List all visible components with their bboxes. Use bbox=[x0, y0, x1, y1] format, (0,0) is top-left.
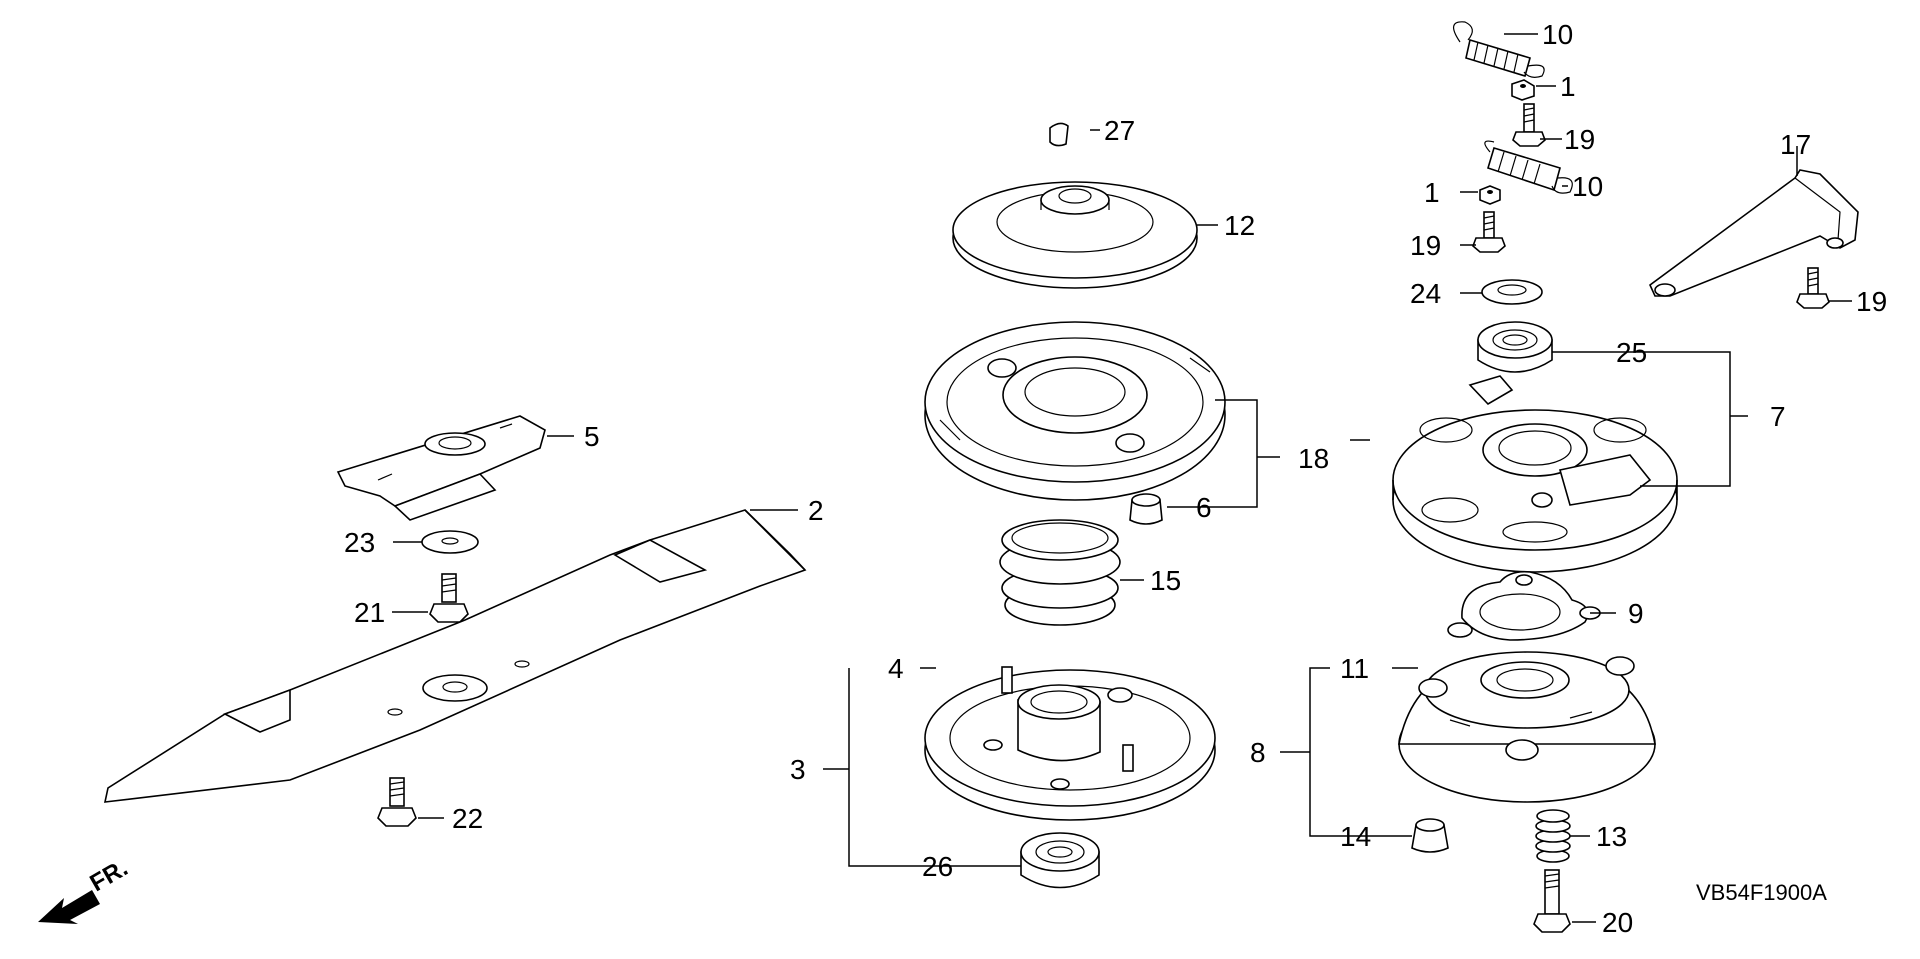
drawing-code: VB54F1900A bbox=[1696, 880, 1827, 905]
callout-7: 7 bbox=[1770, 401, 1786, 432]
callout-21: 21 bbox=[354, 597, 385, 628]
callout-3: 3 bbox=[790, 754, 806, 785]
callout-labels: 10 1 19 10 1 19 24 25 7 17 19 27 12 18 6… bbox=[344, 19, 1887, 938]
collar-right-part bbox=[1411, 818, 1449, 853]
spring-lower-part bbox=[1484, 140, 1573, 194]
front-indicator-label: FR. bbox=[86, 854, 133, 897]
callout-19-lever: 19 bbox=[1856, 286, 1887, 317]
drive-hub-part bbox=[1398, 651, 1656, 803]
blade-part bbox=[103, 509, 807, 803]
callout-8: 8 bbox=[1250, 737, 1266, 768]
callout-20: 20 bbox=[1602, 907, 1633, 938]
callout-22: 22 bbox=[452, 803, 483, 834]
blade-holder-part bbox=[336, 415, 546, 521]
collar-part bbox=[1129, 493, 1163, 525]
callout-1-upper: 1 bbox=[1560, 71, 1576, 102]
callout-17: 17 bbox=[1780, 129, 1811, 160]
spring-part bbox=[999, 519, 1121, 626]
nut-upper-part bbox=[1511, 79, 1535, 101]
lever-part bbox=[1649, 169, 1859, 297]
key-part bbox=[1049, 122, 1069, 147]
callout-1-lower: 1 bbox=[1424, 177, 1440, 208]
callout-27: 27 bbox=[1104, 115, 1135, 146]
bolt-bottom-part bbox=[1533, 869, 1571, 933]
drive-disk-part bbox=[924, 666, 1216, 821]
callout-12: 12 bbox=[1224, 210, 1255, 241]
callout-10-upper: 10 bbox=[1542, 19, 1573, 50]
callout-9: 9 bbox=[1628, 598, 1644, 629]
callout-25: 25 bbox=[1616, 337, 1647, 368]
callout-6: 6 bbox=[1196, 492, 1212, 523]
bolt-upper-part bbox=[1512, 103, 1546, 147]
callout-24: 24 bbox=[1410, 278, 1441, 309]
pulley-part bbox=[952, 181, 1198, 289]
callout-19-upper: 19 bbox=[1564, 124, 1595, 155]
bearing-right-part bbox=[1477, 321, 1553, 373]
callout-11: 11 bbox=[1340, 653, 1369, 684]
brake-plate-part bbox=[924, 321, 1226, 501]
callout-19-lower: 19 bbox=[1410, 230, 1441, 261]
callout-15: 15 bbox=[1150, 565, 1181, 596]
leader-lines bbox=[392, 33, 1852, 923]
callout-4: 4 bbox=[888, 653, 904, 684]
nut-lower-part bbox=[1479, 185, 1501, 205]
bolt-lower-part bbox=[1472, 211, 1506, 253]
front-arrow-icon: FR. bbox=[38, 854, 132, 924]
washer-part bbox=[421, 530, 479, 554]
callout-10-lower: 10 bbox=[1572, 171, 1603, 202]
blade-bolt-part bbox=[429, 573, 469, 623]
blade-bolt-lower-part bbox=[377, 777, 417, 827]
callout-13: 13 bbox=[1596, 821, 1627, 852]
callout-23: 23 bbox=[344, 527, 375, 558]
callout-5: 5 bbox=[584, 421, 600, 452]
spring-upper-part bbox=[1453, 21, 1545, 78]
callout-2: 2 bbox=[808, 495, 824, 526]
bolt-lever-part bbox=[1796, 267, 1830, 309]
spring-right-part bbox=[1535, 809, 1571, 863]
brake-plate-right-part bbox=[1447, 570, 1601, 641]
callout-18: 18 bbox=[1298, 443, 1329, 474]
callout-26: 26 bbox=[922, 851, 953, 882]
callout-14: 14 bbox=[1340, 821, 1371, 852]
brake-arm-assembly-part bbox=[1392, 375, 1678, 573]
bearing-part bbox=[1020, 832, 1100, 889]
washer-right-part bbox=[1481, 279, 1543, 305]
